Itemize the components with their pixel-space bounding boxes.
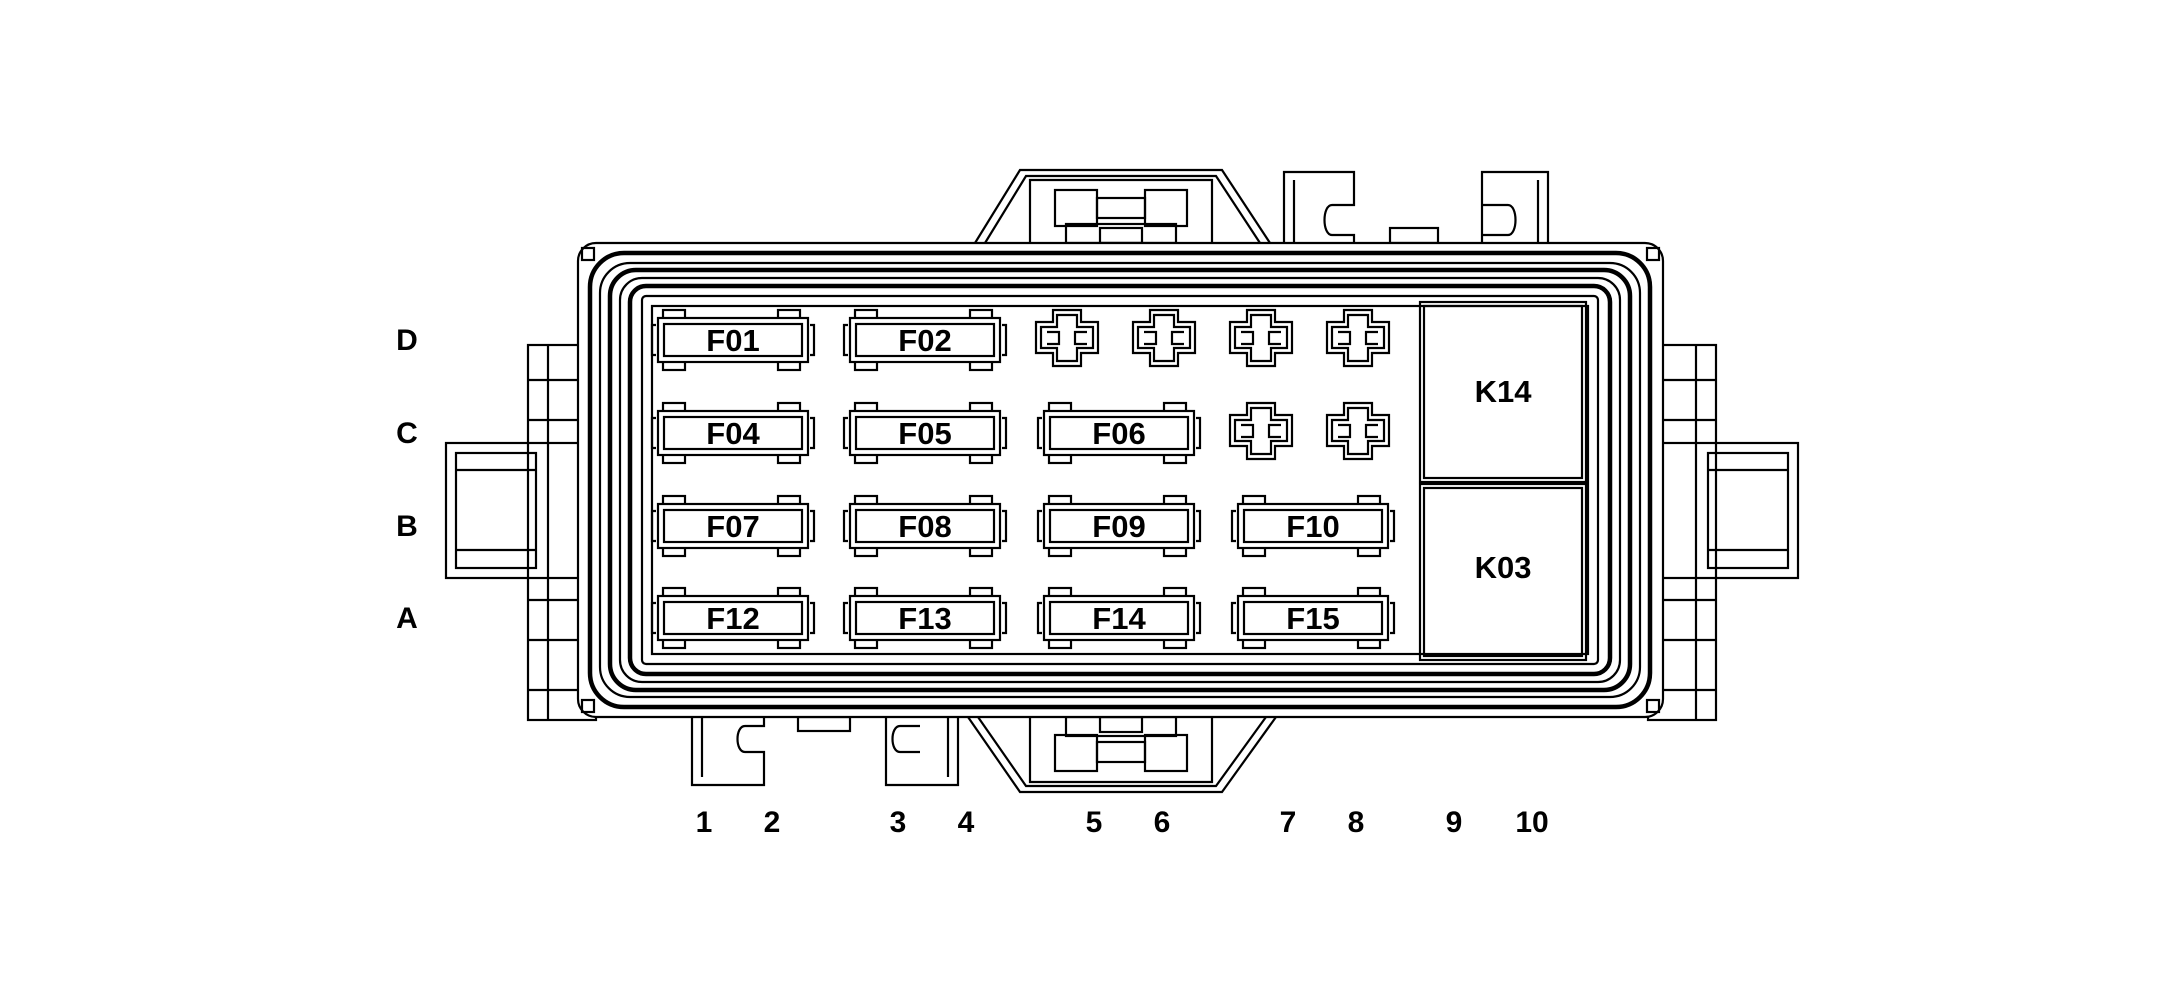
- fuse-F13: F13: [842, 586, 1008, 650]
- column-label: 7: [1280, 806, 1297, 839]
- fuse-label: F13: [898, 601, 951, 636]
- row-label-D: D: [396, 324, 418, 357]
- fuse-block-housing: [444, 168, 1800, 794]
- housing-outline: [576, 241, 1665, 719]
- fuse-label: F04: [706, 416, 760, 451]
- bottom-center-latch: [967, 715, 1277, 794]
- fuse-label: F15: [1286, 601, 1339, 636]
- row-label-C: C: [396, 417, 418, 450]
- column-label: 9: [1446, 806, 1463, 839]
- top-right-tab: [1282, 170, 1550, 245]
- fuse-label: F08: [898, 509, 951, 544]
- relay-label: K14: [1475, 374, 1533, 409]
- empty-slot-D6: [1131, 308, 1197, 368]
- fuse-F12: F12: [650, 586, 816, 650]
- fuse-label: F09: [1092, 509, 1145, 544]
- row-label-A: A: [396, 602, 418, 635]
- fuse-label: F05: [898, 416, 951, 451]
- bottom-left-tabs: [690, 715, 960, 787]
- column-labels: 1 2 3 4 5 6 7 8 9 10: [696, 806, 1549, 839]
- fuse-F07: F07: [650, 494, 816, 558]
- fuse-F06: F06: [1036, 401, 1202, 465]
- fuse-label: F02: [898, 323, 951, 358]
- empty-slot-D7: [1228, 308, 1294, 368]
- empty-slot-C7: [1228, 401, 1294, 461]
- column-label: 3: [890, 806, 907, 839]
- fuse-F14: F14: [1036, 586, 1202, 650]
- fuse-F05: F05: [842, 401, 1008, 465]
- fuse-F08: F08: [842, 494, 1008, 558]
- column-label: 2: [764, 806, 781, 839]
- empty-slot-D5: [1034, 308, 1100, 368]
- empty-slot-C8: [1325, 401, 1391, 461]
- relay-K03: K03: [1418, 482, 1588, 662]
- fuse-F01: F01: [650, 308, 816, 372]
- fuse-F04: F04: [650, 401, 816, 465]
- fuse-label: F10: [1286, 509, 1339, 544]
- relay-K14: K14: [1418, 300, 1588, 484]
- column-label: 10: [1515, 806, 1548, 839]
- fuse-label: F12: [706, 601, 759, 636]
- fuse-F09: F09: [1036, 494, 1202, 558]
- fuse-label: F06: [1092, 416, 1145, 451]
- relay-label: K03: [1475, 550, 1532, 585]
- row-label-B: B: [396, 510, 418, 543]
- fuse-F15: F15: [1230, 586, 1396, 650]
- empty-slot-D8: [1325, 308, 1391, 368]
- column-label: 4: [958, 806, 975, 839]
- right-side-connector: [1646, 343, 1800, 722]
- fuse-F10: F10: [1230, 494, 1396, 558]
- column-label: 1: [696, 806, 713, 839]
- fuse-label: F07: [706, 509, 759, 544]
- fuse-label: F01: [706, 323, 759, 358]
- row-labels: D C B A: [396, 324, 418, 635]
- column-label: 5: [1086, 806, 1103, 839]
- top-center-latch: [974, 168, 1271, 245]
- left-side-connector: [444, 343, 598, 722]
- column-label: 6: [1154, 806, 1171, 839]
- column-label: 8: [1348, 806, 1365, 839]
- fuse-label: F14: [1092, 601, 1146, 636]
- fuse-F02: F02: [842, 308, 1008, 372]
